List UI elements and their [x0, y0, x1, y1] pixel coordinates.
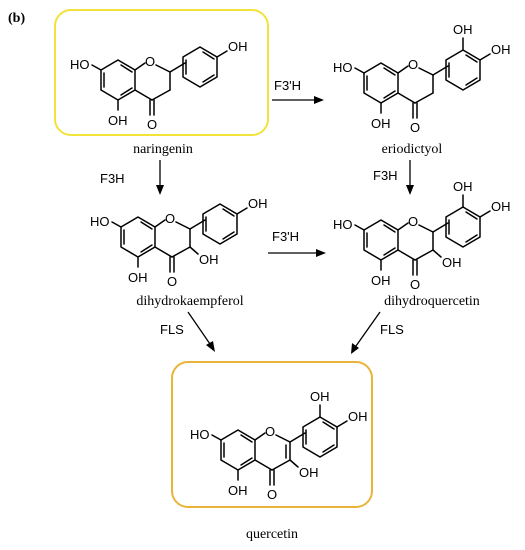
dihydrokaempferol-skeleton [112, 204, 247, 272]
arrow-f3h-right [406, 160, 414, 195]
dihydroquercetin-structure: HO OH O O OH OH OH [333, 179, 511, 292]
dihydrokaempferol-5-oh-label: OH [128, 270, 148, 285]
enzyme-label-f3prime-h-top: F3'H [274, 78, 301, 93]
arrow-f3prime-h-top [272, 96, 324, 104]
quercetin-structure: HO OH O O OH OH OH [190, 389, 368, 502]
dihydroquercetin-carbonyl-oxygen-label: O [410, 277, 420, 292]
dihydrokaempferol-name: dihydrokaempferol [136, 294, 243, 309]
dihydrokaempferol-ring-oxygen-label: O [165, 211, 175, 226]
enzyme-label-f3h-left: F3H [100, 171, 125, 186]
quercetin-3-oh-label: OH [299, 465, 319, 480]
dihydrokaempferol-structure: HO OH O O OH OH [90, 196, 268, 289]
arrow-fls-left [187, 311, 215, 352]
dihydroquercetin-7-oh-label: HO [333, 217, 353, 232]
quercetin-7-oh-label: HO [190, 427, 210, 442]
dihydroquercetin-name: dihydroquercetin [384, 294, 480, 309]
dihydroquercetin-3prime-oh-label: OH [453, 179, 473, 194]
quercetin-skeleton [211, 416, 348, 486]
dihydroquercetin-skeleton [355, 207, 490, 275]
quercetin-carbonyl-oxygen-label: O [267, 487, 277, 502]
eriodictyol-5-oh-label: OH [371, 116, 391, 131]
eriodictyol-4prime-oh-label: OH [491, 42, 511, 57]
quercetin-name: quercetin [246, 527, 298, 542]
eriodictyol-skeleton [354, 49, 491, 119]
eriodictyol-carbonyl-oxygen-label: O [410, 120, 420, 135]
quercetin-3prime-oh-label: OH [310, 389, 330, 404]
quercetin-highlight-box [171, 361, 373, 508]
arrow-f3prime-h-middle [268, 249, 326, 257]
dihydroquercetin-4prime-oh-label: OH [491, 199, 511, 214]
enzyme-label-fls-right: FLS [380, 322, 404, 337]
eriodictyol-7-oh-label: HO [333, 60, 353, 75]
naringenin-7-oh-label: HO [70, 57, 90, 72]
eriodictyol-ring-oxygen-label: O [408, 57, 418, 72]
arrow-f3h-left [156, 160, 164, 195]
quercetin-5-oh-label: OH [228, 483, 248, 498]
naringenin-structure: HO OH O O OH [70, 39, 248, 132]
quercetin-ring-oxygen-label: O [265, 424, 275, 439]
naringenin-ring-oxygen-label: O [145, 54, 155, 69]
naringenin-5-oh-label: OH [108, 113, 128, 128]
enzyme-label-f3h-right: F3H [373, 168, 398, 183]
enzyme-label-f3prime-h-middle: F3'H [272, 229, 299, 244]
arrow-fls-right [351, 311, 381, 354]
eriodictyol-structure: HO OH O O OH OH [333, 22, 511, 135]
panel-label: (b) [8, 11, 25, 26]
dihydroquercetin-5-oh-label: OH [371, 273, 391, 288]
dihydroquercetin-ring-oxygen-label: O [408, 214, 418, 229]
naringenin-skeleton [91, 46, 228, 116]
dihydrokaempferol-7-oh-label: HO [90, 214, 110, 229]
naringenin-4prime-oh-label: OH [228, 39, 248, 54]
naringenin-carbonyl-oxygen-label: O [147, 117, 157, 132]
quercetin-4prime-oh-label: OH [348, 409, 368, 424]
eriodictyol-name: eriodictyol [382, 142, 443, 157]
dihydrokaempferol-3-oh-label: OH [199, 252, 219, 267]
naringenin-name: naringenin [133, 142, 193, 157]
dihydroquercetin-3-oh-label: OH [442, 255, 462, 270]
eriodictyol-3prime-oh-label: OH [453, 22, 473, 37]
enzyme-label-fls-left: FLS [160, 322, 184, 337]
dihydrokaempferol-4prime-oh-label: OH [248, 196, 268, 211]
naringenin-highlight-box [54, 9, 269, 136]
dihydrokaempferol-carbonyl-oxygen-label: O [167, 274, 177, 289]
